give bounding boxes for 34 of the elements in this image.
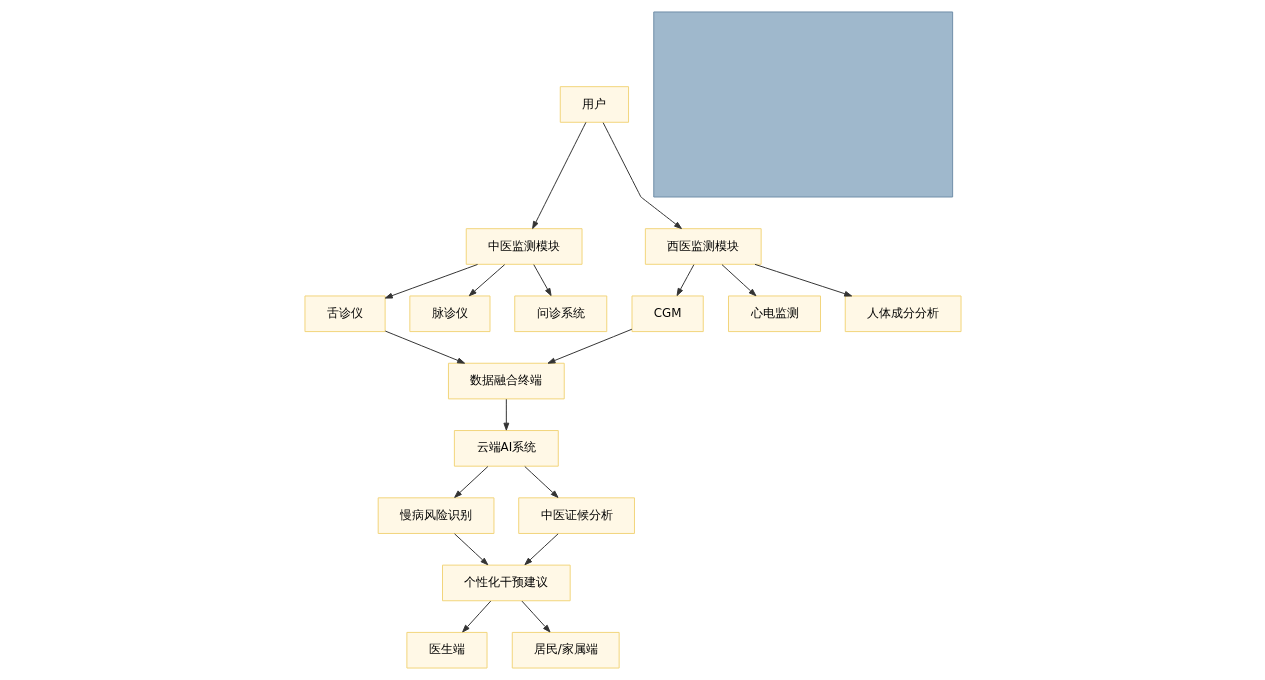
node-box: 中医证候分析 bbox=[517, 497, 635, 534]
node-box: 西医监测模块 bbox=[644, 228, 762, 265]
arrow bbox=[502, 398, 509, 431]
arrow bbox=[532, 264, 552, 296]
node-box: 人体成分分析 bbox=[844, 295, 962, 333]
arrow bbox=[461, 600, 491, 633]
node-box: 个性化干预建议 bbox=[441, 564, 571, 602]
node-box: 居民/家属端 bbox=[511, 631, 620, 669]
arrow bbox=[453, 466, 488, 498]
node-box: 用户 bbox=[559, 86, 629, 123]
arrow bbox=[523, 533, 559, 566]
node-box: CGM bbox=[631, 295, 704, 333]
arrow bbox=[384, 263, 478, 299]
arrow bbox=[754, 263, 852, 297]
arrow bbox=[547, 328, 632, 364]
arrow bbox=[468, 264, 505, 297]
node-box: 问诊系统 bbox=[513, 295, 607, 333]
arrow bbox=[520, 600, 550, 633]
node-box: 中医监测模块 bbox=[465, 228, 583, 265]
node-box: 舌诊仪 bbox=[303, 295, 386, 333]
arrow bbox=[602, 122, 682, 230]
arrow bbox=[384, 330, 465, 364]
node-box: 脉诊仪 bbox=[408, 295, 490, 333]
node-box: 数据融合终端 bbox=[447, 362, 565, 400]
node-box: 心电监测 bbox=[727, 295, 821, 333]
arrow bbox=[676, 264, 694, 296]
arrow bbox=[523, 466, 558, 498]
arrow bbox=[531, 121, 586, 230]
arrow bbox=[721, 264, 756, 297]
node-box bbox=[652, 11, 953, 198]
node-box: 医生端 bbox=[405, 631, 488, 669]
node-box: 云端AI系统 bbox=[453, 430, 559, 467]
arrow bbox=[453, 533, 488, 566]
node-box: 慢病风险识别 bbox=[377, 497, 494, 534]
